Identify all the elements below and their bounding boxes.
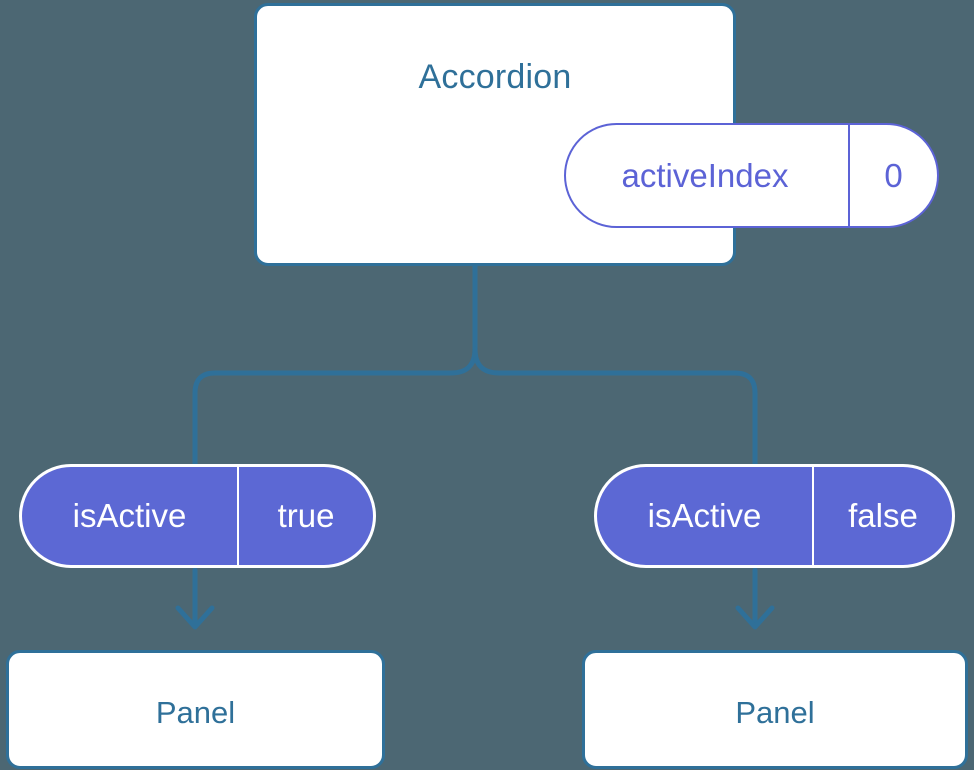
prop-pill-is-active-false[interactable]: isActive false bbox=[594, 464, 955, 568]
panel-component-card-right[interactable]: Panel bbox=[582, 650, 968, 769]
accordion-title: Accordion bbox=[418, 58, 572, 96]
panel-title-right: Panel bbox=[735, 695, 815, 730]
prop-key-is-active-right: isActive bbox=[647, 497, 762, 534]
state-key-active-index: activeIndex bbox=[621, 156, 789, 194]
panel-title-left: Panel bbox=[155, 695, 236, 730]
arrow-down-left bbox=[175, 567, 215, 630]
arrow-down-right bbox=[735, 567, 775, 630]
accordion-component-card[interactable]: Accordion activeIndex 0 bbox=[254, 3, 939, 266]
prop-value-is-active-right: false bbox=[812, 467, 952, 565]
panel-component-card-left[interactable]: Panel bbox=[6, 650, 385, 769]
prop-key-is-active-left: isActive bbox=[72, 497, 187, 534]
connector-trunk-and-split bbox=[192, 263, 478, 471]
state-pill-active-index[interactable]: activeIndex 0 bbox=[564, 123, 939, 228]
connector-split-right bbox=[472, 346, 758, 471]
prop-value-is-active-left: true bbox=[237, 467, 373, 565]
state-value-active-index: 0 bbox=[848, 125, 937, 226]
prop-pill-is-active-true[interactable]: isActive true bbox=[19, 464, 376, 568]
